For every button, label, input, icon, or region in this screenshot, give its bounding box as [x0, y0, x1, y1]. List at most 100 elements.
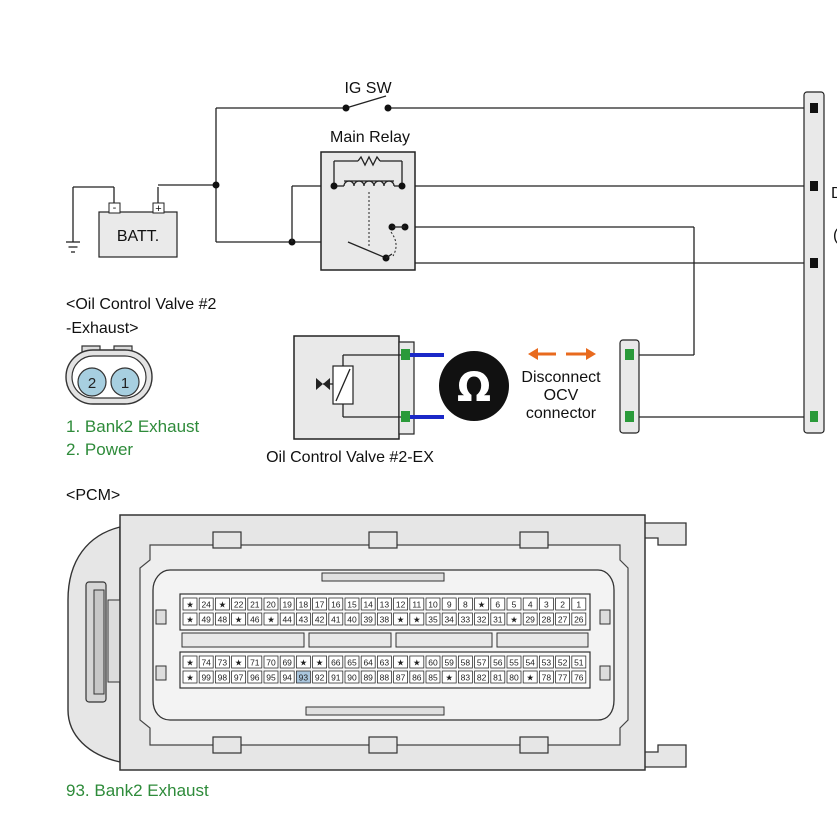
pcm-pin-cell: [182, 597, 198, 611]
pcm-pin-cell: [571, 655, 587, 669]
pcm-pin-label: 9: [447, 600, 452, 610]
pcm-pin-cell: [490, 670, 506, 684]
pcm-pin-cell: [360, 612, 376, 626]
pcm-pin-label: 5: [512, 600, 517, 610]
pcm-pin-label: ★: [186, 615, 194, 625]
pcm-pin-cell: [263, 597, 279, 611]
pcm-pin-label: 2: [560, 600, 565, 610]
pcm-pin-label: 11: [412, 600, 421, 610]
pcm-pin-label: 17: [315, 600, 325, 610]
pcm-pin-label: ★: [510, 615, 518, 625]
pcm-pin-label: ★: [413, 615, 421, 625]
pcm-pin-label: 63: [380, 658, 390, 668]
pcm-pin-cell: [312, 670, 328, 684]
pcm-pin-cell: [231, 655, 247, 669]
pcm-pin-label: 16: [331, 600, 341, 610]
pcm-pin-label: 89: [363, 673, 373, 683]
pcm-pin-cell: [263, 670, 279, 684]
pcm-pin-cell: [376, 612, 392, 626]
pcm-pin-label: ★: [316, 658, 324, 668]
pcm-pin-cell: [295, 655, 311, 669]
pcm-pin-cell: [457, 655, 473, 669]
pcm-pin-cell: [376, 655, 392, 669]
pcm-pin-cell: [263, 655, 279, 669]
pcm-pin-cell: [555, 597, 570, 611]
pcm-pin-cell: [425, 655, 441, 669]
pcm-pin-label: ★: [235, 658, 243, 668]
pcm-pin-label: 8: [463, 600, 468, 610]
pcm-pin-cell: [312, 612, 328, 626]
pcm-pin-label: 18: [299, 600, 309, 610]
pcm-pin-label: 14: [363, 600, 373, 610]
ocv-connector-icon: 2 1: [65, 345, 153, 405]
pcm-pin-cell: [279, 670, 295, 684]
pcm-pin-cell: [295, 597, 311, 611]
pcm-pin-cell: [457, 670, 473, 684]
pcm-pin-cell: [506, 597, 522, 611]
pcm-pin-cell: [231, 597, 247, 611]
main-relay-label: Main Relay: [330, 129, 410, 146]
pcm-pin-cell: [522, 612, 538, 626]
pcm-pin-label: 90: [347, 673, 357, 683]
pcm-pin-cell: [539, 597, 554, 611]
pcm-pin-label: 29: [525, 615, 535, 625]
pcm-pin-cell: [344, 597, 360, 611]
pcm-pin-label: 66: [331, 658, 341, 668]
pcm-pin-cell: [506, 612, 522, 626]
battery-minus-sign: -: [113, 202, 117, 214]
disconnect-text-2: OCV: [544, 387, 579, 404]
pcm-pin-label: 92: [315, 673, 325, 683]
ocv-connector-section: <Oil Control Valve #2 -Exhaust> 2 1 1. B…: [65, 296, 217, 459]
pcm-pin-label: 31: [493, 615, 503, 625]
pcm-title: <PCM>: [66, 487, 120, 504]
pcm-pin-cell: [539, 655, 554, 669]
pcm-pin-label: 81: [493, 673, 503, 683]
battery-plus-sign: +: [155, 203, 161, 215]
pcm-pin-cell: [441, 612, 457, 626]
pcm-pin-label: ★: [219, 600, 227, 610]
pcm-pin-label: 4: [528, 600, 533, 610]
pcm-pin-label: 33: [461, 615, 471, 625]
ocv-harness-connector: [619, 339, 640, 434]
pcm-pin-label: 59: [444, 658, 454, 668]
pcm-pin-cell: [247, 670, 263, 684]
main-relay: Main Relay: [320, 129, 416, 271]
pcm-pin-cell: [539, 670, 554, 684]
pcm-pin-cell: [360, 655, 376, 669]
pcm-pin-cell: [360, 597, 376, 611]
pcm-pin-label: ★: [186, 658, 194, 668]
pcm-pin-label: 78: [542, 673, 552, 683]
pcm-pin-label: ★: [445, 673, 453, 683]
ocv-pin-1: 1: [121, 375, 129, 392]
pcm-pin-label: 35: [428, 615, 438, 625]
pcm-pin-cell: [247, 597, 263, 611]
pcm-pin-cell: [247, 612, 263, 626]
pcm-pin-label: 46: [250, 615, 260, 625]
pcm-pin-label: 94: [282, 673, 292, 683]
pcm-pin-cell: [279, 655, 295, 669]
pcm-pin-cell: [214, 655, 230, 669]
pcm-pin-cell: [409, 655, 425, 669]
pcm-pin-label: ★: [186, 673, 194, 683]
pcm-pin-cell: [198, 670, 214, 684]
pcm-pin-label: 77: [558, 673, 568, 683]
oil-control-valve: Oil Control Valve #2-EX: [266, 335, 434, 466]
pcm-pin-label: 99: [201, 673, 211, 683]
pcm-pin-cell: [328, 670, 344, 684]
pcm-pin-cell: [182, 612, 198, 626]
pcm-pin-cell: [441, 670, 457, 684]
pcm-pin-label: 27: [558, 615, 568, 625]
pcm-pin-label: ★: [186, 600, 194, 610]
pcm-pin-label: ★: [235, 615, 243, 625]
pcm-pin-label: 97: [234, 673, 244, 683]
pcm-pin-label: 82: [477, 673, 487, 683]
disconnect-text-1: Disconnect: [521, 369, 601, 386]
right-connector: D (: [803, 91, 837, 434]
pcm-pin-cell: [490, 612, 506, 626]
battery-label: BATT.: [117, 228, 159, 245]
pcm-pin-label: 83: [461, 673, 471, 683]
pcm-pin-cell: [555, 655, 570, 669]
pcm-pin-label: 40: [347, 615, 357, 625]
